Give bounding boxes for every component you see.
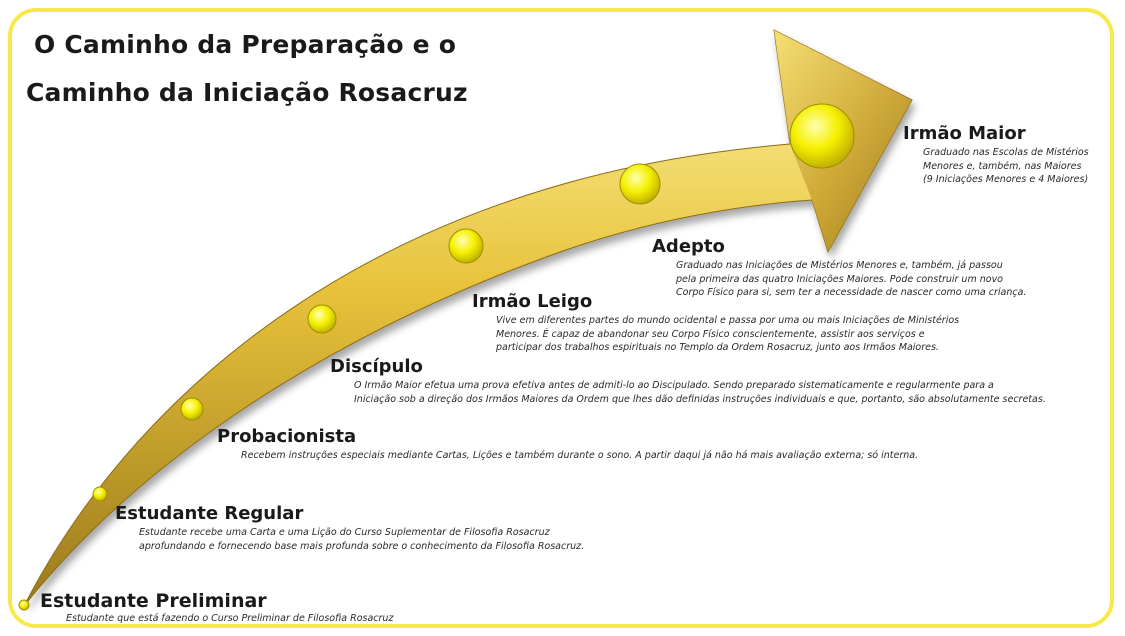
stage-marker-circle	[448, 228, 484, 264]
stage-description: Graduado nas Iniciações de Mistérios Men…	[676, 259, 1026, 300]
stage-description-line: pela primeira das quatro Iniciações Maio…	[676, 273, 1003, 285]
stage-name: Irmão Leigo	[472, 291, 593, 312]
stage-description-line: (9 Iniciações Menores e 4 Maiores)	[923, 174, 1089, 185]
stage-description-line: Estudante que está fazendo o Curso Preli…	[66, 613, 394, 624]
stage-name: Probacionista	[217, 426, 357, 447]
stage-description-line: participar dos trabalhos espirituais no …	[496, 342, 939, 353]
stage-description-line: Recebem instruções especiais mediante Ca…	[241, 450, 919, 461]
stage-description: Estudante que está fazendo o Curso Preli…	[66, 612, 393, 626]
stage-marker-circle	[789, 103, 855, 169]
stage-description: Estudante recebe uma Carta e uma Lição d…	[139, 526, 584, 553]
stage-marker-circle	[307, 304, 337, 334]
stage-description-line: Iniciação sob a direção dos Irmãos Maior…	[354, 393, 1046, 405]
stage-name: Estudante Preliminar	[40, 590, 267, 612]
stage-name: Discípulo	[330, 356, 423, 377]
stage-discipulo: Discípulo O Irmão Maior efetua uma prova…	[330, 356, 1046, 406]
stage-marker-circle	[619, 163, 661, 205]
stage-marker-circle	[180, 397, 204, 421]
stage-description-line: Estudante recebe uma Carta e uma Lição d…	[139, 527, 550, 538]
stage-description-line: Menores e, também, nas Maiores	[923, 160, 1082, 172]
stage-irmao-leigo: Irmão Leigo Vive em diferentes partes do…	[472, 291, 959, 355]
stage-marker-circle	[18, 599, 30, 611]
stage-description-line: Vive em diferentes partes do mundo ocide…	[496, 315, 960, 326]
stage-description: O Irmão Maior efetua uma prova efetiva a…	[354, 379, 1046, 406]
stage-name: Adepto	[652, 236, 725, 257]
stage-description-line: aprofundando e fornecendo base mais prof…	[139, 540, 585, 552]
stage-description: Graduado nas Escolas de Mistérios Menore…	[923, 146, 1089, 187]
stage-description: Vive em diferentes partes do mundo ocide…	[496, 314, 959, 355]
stage-name: Estudante Regular	[115, 503, 304, 524]
stage-probacionista: Probacionista Recebem instruções especia…	[217, 426, 918, 463]
stage-description-line: Menores. É capaz de abandonar seu Corpo …	[496, 328, 925, 340]
stage-name: Irmão Maior	[903, 123, 1026, 144]
diagram-frame	[8, 8, 1114, 628]
stage-irmao-maior: Irmão Maior Graduado nas Escolas de Mist…	[903, 123, 1089, 187]
stage-estudante-regular: Estudante Regular Estudante recebe uma C…	[115, 503, 584, 553]
stage-description-line: O Irmão Maior efetua uma prova efetiva a…	[354, 380, 994, 391]
stage-description-line: Graduado nas Iniciações de Mistérios Men…	[676, 260, 1003, 271]
stage-adepto: Adepto Graduado nas Iniciações de Mistér…	[652, 236, 1026, 300]
stage-description: Recebem instruções especiais mediante Ca…	[241, 449, 918, 463]
stage-description-line: Corpo Físico para si, sem ter a necessid…	[676, 287, 1027, 298]
page-title-line-1: O Caminho da Preparação e o	[34, 30, 457, 59]
page-title-line-2: Caminho da Iniciação Rosacruz	[26, 78, 468, 107]
stage-marker-circle	[92, 486, 108, 502]
stage-estudante-preliminar: Estudante Preliminar Estudante que está …	[40, 590, 393, 626]
stage-description-line: Graduado nas Escolas de Mistérios	[923, 147, 1089, 158]
